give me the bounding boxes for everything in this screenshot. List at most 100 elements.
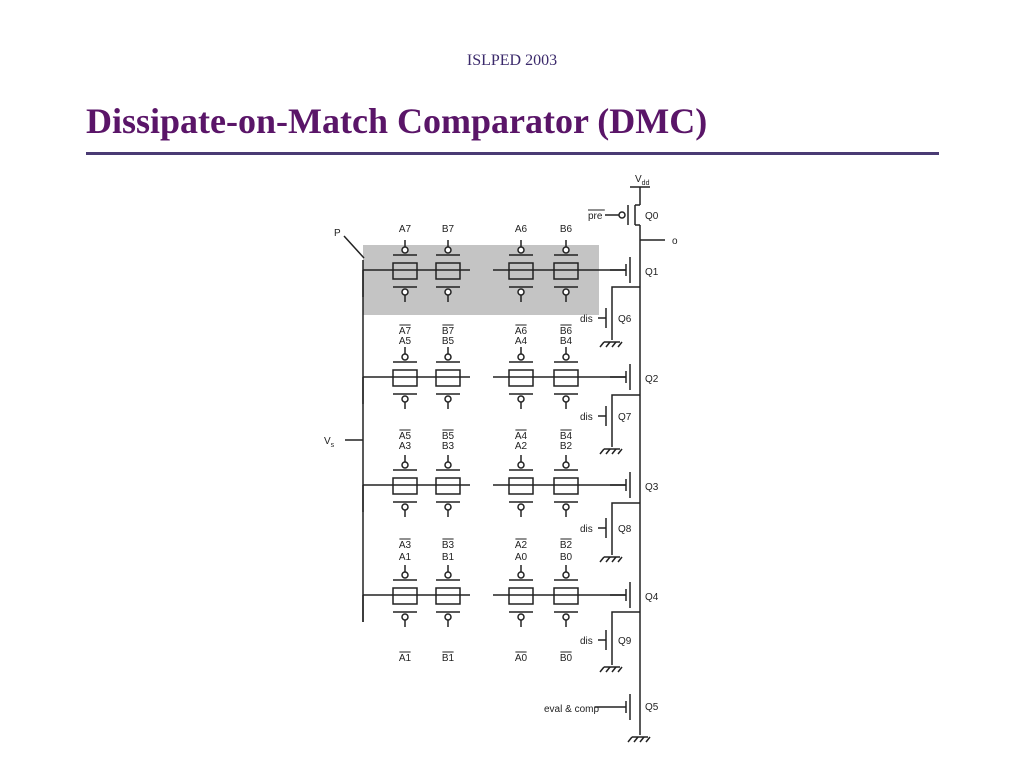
transistor-channel xyxy=(435,377,461,387)
transistor-channel xyxy=(553,377,579,387)
bit-input-label: A4 xyxy=(515,431,528,442)
region-label: P xyxy=(334,228,341,239)
region-leader xyxy=(343,235,365,259)
transistor-channel xyxy=(392,369,418,377)
transistor-label: Q8 xyxy=(618,524,632,535)
bit-input-label: B3 xyxy=(442,441,455,452)
gate-bubble xyxy=(618,211,626,219)
bit-input-label: A6 xyxy=(515,224,528,235)
dis-label: dis xyxy=(580,412,593,423)
discharge-wire xyxy=(611,502,640,516)
vdd-label: Vdd xyxy=(635,174,650,187)
transistor-channel xyxy=(508,595,534,605)
gate-bubble xyxy=(562,288,570,296)
bit-input-label: A0 xyxy=(515,552,528,563)
bit-input-label: B7 xyxy=(442,224,455,235)
transistor-label: Q6 xyxy=(618,314,632,325)
gate-bubble xyxy=(562,353,570,361)
discharge-wire xyxy=(611,611,640,628)
transistor-label: Q3 xyxy=(645,482,659,493)
gate-bubble xyxy=(444,353,452,361)
gate-bubble xyxy=(444,613,452,621)
gate-bubble xyxy=(444,246,452,254)
ground-symbol xyxy=(599,448,605,455)
dis-label: dis xyxy=(580,314,593,325)
transistor-channel xyxy=(553,270,579,280)
transistor-channel xyxy=(508,369,534,377)
ground-symbol xyxy=(611,556,617,563)
gate-bubble xyxy=(517,395,525,403)
bit-input-label: B3 xyxy=(442,540,455,551)
transistor-channel xyxy=(553,477,579,485)
discharge-wire xyxy=(611,394,640,404)
gate-bubble xyxy=(444,288,452,296)
bit-input-label: A7 xyxy=(399,326,412,337)
gate-bubble xyxy=(444,503,452,511)
ground-symbol xyxy=(627,736,633,743)
transistor-channel xyxy=(435,587,461,595)
transistor-channel xyxy=(508,485,534,495)
gate-bubble xyxy=(562,461,570,469)
transistor-channel xyxy=(392,270,418,280)
gate-bubble xyxy=(401,288,409,296)
slide-title: Dissipate-on-Match Comparator (DMC) xyxy=(86,101,708,141)
bit-input-label: B1 xyxy=(442,653,455,664)
transistor-channel xyxy=(392,477,418,485)
transistor-channel xyxy=(435,369,461,377)
transistor-channel xyxy=(553,262,579,270)
transistor-channel xyxy=(553,369,579,377)
gate-bubble xyxy=(517,246,525,254)
bit-input-label: B5 xyxy=(442,336,455,347)
bit-input-label: A3 xyxy=(399,540,412,551)
ground-symbol xyxy=(611,341,617,348)
ground-symbol xyxy=(611,448,617,455)
transistor-label: Q2 xyxy=(645,374,659,385)
bit-input-label: A7 xyxy=(399,224,412,235)
ground-symbol xyxy=(645,736,651,743)
gate-bubble xyxy=(562,503,570,511)
gate-bubble xyxy=(517,571,525,579)
bit-input-label: B5 xyxy=(442,431,455,442)
transistor-channel xyxy=(553,485,579,495)
ground-symbol xyxy=(605,666,611,673)
gate-bubble xyxy=(562,395,570,403)
bit-input-label: A5 xyxy=(399,336,412,347)
gate-bubble xyxy=(401,461,409,469)
bit-input-label: A0 xyxy=(515,653,528,664)
bit-input-label: A2 xyxy=(515,441,528,452)
bit-input-label: B2 xyxy=(560,540,573,551)
transistor-channel xyxy=(435,477,461,485)
gate-bubble xyxy=(517,353,525,361)
gate-bubble xyxy=(517,288,525,296)
title-divider xyxy=(86,152,939,155)
bit-input-label: B4 xyxy=(560,336,573,347)
transistor-channel xyxy=(508,477,534,485)
pre-label: pre xyxy=(588,211,603,222)
transistor-label: Q1 xyxy=(645,267,659,278)
bit-input-label: A4 xyxy=(515,336,528,347)
transistor-channel xyxy=(435,485,461,495)
ground-symbol xyxy=(617,556,623,563)
bit-input-label: A5 xyxy=(399,431,412,442)
eval-label: eval & comp xyxy=(544,704,599,715)
transistor-channel xyxy=(435,595,461,605)
ground-symbol xyxy=(639,736,645,743)
bit-input-label: B7 xyxy=(442,326,455,337)
transistor-channel xyxy=(435,270,461,280)
transistor-channel xyxy=(508,587,534,595)
gate-bubble xyxy=(444,461,452,469)
gate-bubble xyxy=(401,613,409,621)
gate-bubble xyxy=(401,246,409,254)
slide-header: ISLPED 2003 xyxy=(466,52,558,69)
bit-input-label: B0 xyxy=(560,653,573,664)
ground-symbol xyxy=(605,556,611,563)
ground-symbol xyxy=(599,666,605,673)
gate-bubble xyxy=(401,395,409,403)
transistor-channel xyxy=(508,377,534,387)
ground-symbol xyxy=(605,341,611,348)
bit-input-label: A3 xyxy=(399,441,412,452)
gate-bubble xyxy=(562,571,570,579)
highlight-region xyxy=(363,245,599,315)
transistor-label: Q4 xyxy=(645,592,659,603)
